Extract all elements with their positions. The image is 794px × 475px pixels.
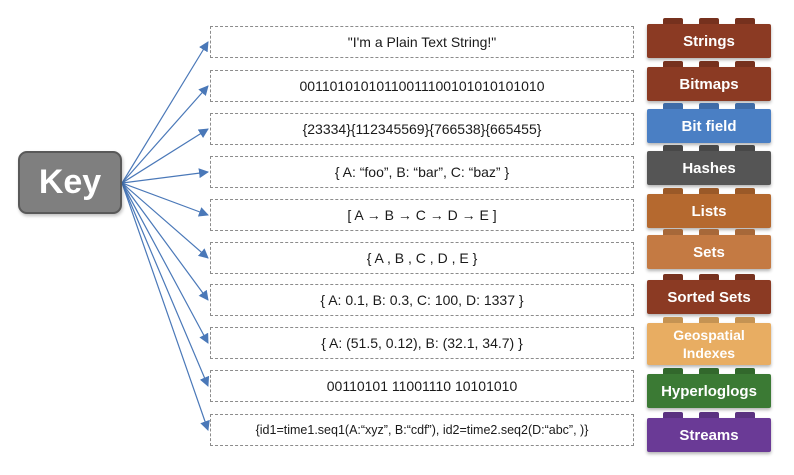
type-brick-lists: Lists [647, 188, 771, 228]
type-label: Hyperloglogs [661, 382, 757, 400]
arrow-to-sorted-sets [121, 182, 209, 301]
arrow-to-bitmaps [121, 85, 209, 184]
value-text: 00110101 11001110 10101010 [326, 378, 518, 394]
type-brick-sorted-sets: Sorted Sets [647, 274, 771, 314]
type-label: Hashes [682, 159, 736, 177]
arrow-to-geospatial-indexes [121, 182, 209, 344]
brick-stud [699, 412, 719, 418]
type-label: Streams [679, 426, 739, 444]
brick-stud [699, 229, 719, 235]
brick-stud [699, 103, 719, 109]
type-brick-sets: Sets [647, 229, 771, 269]
arrow-to-bit-field [121, 128, 209, 184]
brick-stud [699, 61, 719, 67]
value-box-hyperloglogs: 00110101 11001110 10101010 [210, 370, 634, 402]
value-text: { A , B , C , D , E } [366, 250, 478, 266]
value-text: "I'm a Plain Text String!" [347, 34, 497, 50]
type-label: Sets [693, 243, 725, 261]
value-text: {id1=time1.seq1(A:“xyz”, B:“cdf”), id2=t… [255, 423, 589, 437]
arrow-to-streams [121, 182, 210, 431]
type-label: Bitmaps [679, 75, 739, 93]
type-brick-strings: Strings [647, 18, 771, 58]
type-brick-hashes: Hashes [647, 145, 771, 185]
type-label: Sorted Sets [667, 288, 751, 306]
type-label: Geospatial Indexes [673, 327, 745, 361]
brick-stud [699, 188, 719, 194]
value-box-geospatial-indexes: { A: (51.5, 0.12), B: (32.1, 34.7) } [210, 327, 634, 359]
arrow-to-sets [121, 182, 209, 259]
type-brick-streams: Streams [647, 412, 771, 452]
arrow-to-hashes [121, 168, 209, 184]
value-text: {23334}{112345569}{766538}{665455} [302, 121, 542, 137]
brick-stud [699, 18, 719, 24]
value-box-streams: {id1=time1.seq1(A:“xyz”, B:“cdf”), id2=t… [210, 414, 634, 446]
value-box-hashes: { A: “foo”, B: “bar”, C: “baz” } [210, 156, 634, 188]
arrow-to-strings [121, 41, 209, 184]
key-label: Key [38, 163, 102, 201]
value-text: { A: “foo”, B: “bar”, C: “baz” } [334, 164, 510, 180]
value-box-sets: { A , B , C , D , E } [210, 242, 634, 274]
value-box-sorted-sets: { A: 0.1, B: 0.3, C: 100, D: 1337 } [210, 284, 634, 316]
value-text: { A: (51.5, 0.12), B: (32.1, 34.7) } [321, 335, 523, 351]
brick-stud [699, 145, 719, 151]
value-text: [ A → B → C → D → E ] [347, 207, 497, 223]
type-brick-bitmaps: Bitmaps [647, 61, 771, 101]
brick-stud [699, 317, 719, 323]
value-text: { A: 0.1, B: 0.3, C: 100, D: 1337 } [320, 292, 524, 308]
arrow-to-lists [121, 182, 209, 217]
value-box-bitmaps: 00110101010110011100101010101010 [210, 70, 634, 102]
arrow-to-hyperloglogs [121, 182, 210, 387]
brick-stud [699, 274, 719, 280]
value-box-bit-field: {23334}{112345569}{766538}{665455} [210, 113, 634, 145]
type-label: Lists [691, 202, 727, 220]
type-brick-bit-field: Bit field [647, 103, 771, 143]
value-box-strings: "I'm a Plain Text String!" [210, 26, 634, 58]
type-brick-hyperloglogs: Hyperloglogs [647, 368, 771, 408]
key-box: Key [18, 151, 122, 214]
type-label: Strings [683, 32, 735, 50]
type-label: Bit field [681, 117, 737, 135]
value-box-lists: [ A → B → C → D → E ] [210, 199, 634, 231]
brick-stud [699, 368, 719, 374]
type-brick-geospatial-indexes: Geospatial Indexes [647, 317, 771, 365]
value-text: 00110101010110011100101010101010 [299, 78, 545, 94]
